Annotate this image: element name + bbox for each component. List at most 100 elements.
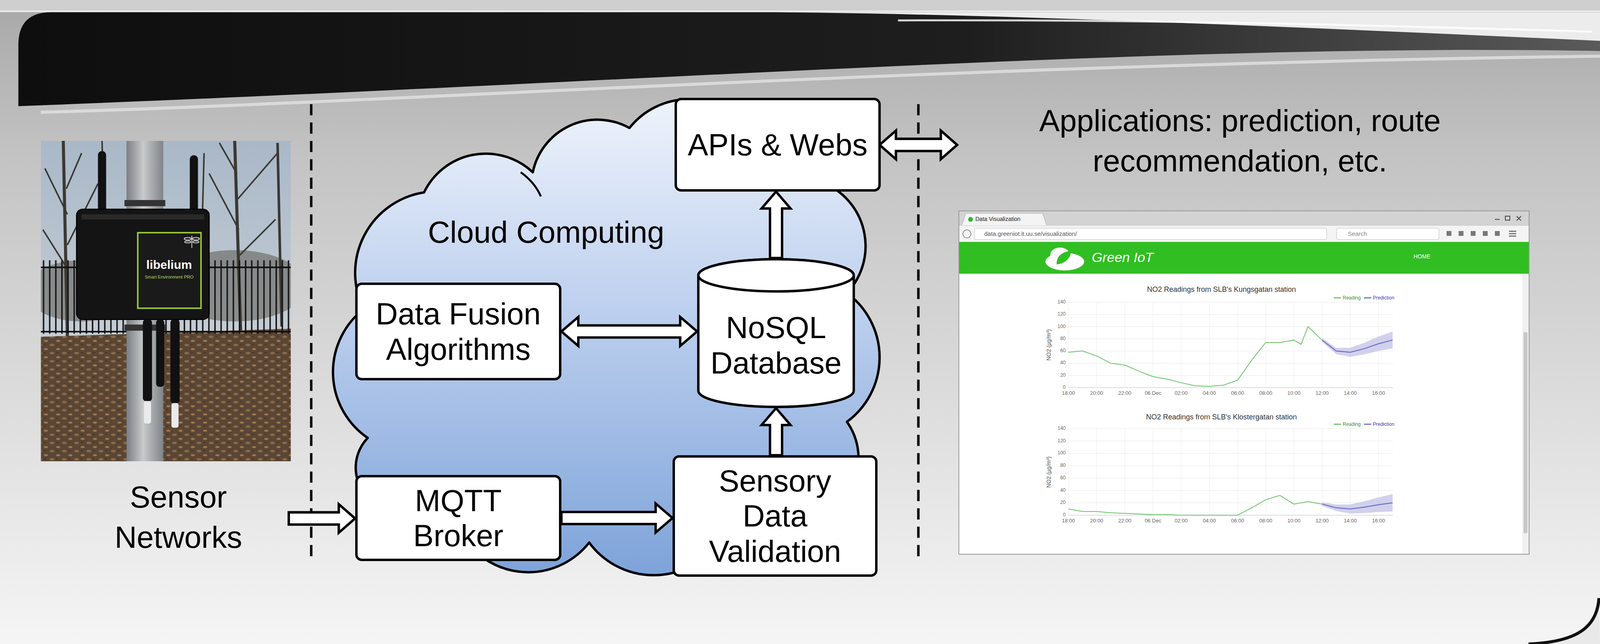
scrollbar-thumb — [1523, 332, 1528, 534]
tick-label: 16:00 — [1364, 390, 1393, 397]
axis-title: NO2 (µg/m³) — [1045, 456, 1053, 488]
grid-line — [1152, 302, 1154, 388]
grid-line — [1322, 428, 1323, 516]
browser-url: data.greeniot.it.uu.se/visualization/ — [984, 230, 1077, 238]
dragonfly-logo — [184, 237, 192, 241]
grid-line — [1068, 302, 1069, 388]
toolbar-icons — [1470, 231, 1476, 236]
grid-line — [1350, 302, 1351, 388]
legend-text: Reading — [1342, 421, 1361, 428]
grid-line — [1068, 440, 1394, 442]
chart-title: NO2 Readings from SLB's Kungsgatan stati… — [1100, 285, 1343, 295]
legend-sample — [1364, 297, 1372, 299]
url-box — [974, 228, 1327, 240]
toolbar-icons — [1482, 231, 1488, 236]
toolbar-icons — [1446, 231, 1452, 236]
grid-line — [1265, 428, 1267, 516]
window-buttons — [1505, 216, 1510, 221]
chart-graphics — [1068, 302, 1394, 516]
grid-line — [1350, 428, 1351, 516]
grid-line — [1068, 502, 1394, 504]
tick-label: 06:00 — [1223, 390, 1252, 397]
block-arrow — [288, 504, 356, 534]
toolbar-icons — [1508, 235, 1517, 237]
photo-sky — [40, 140, 291, 462]
sensor-probe-cap — [143, 401, 152, 425]
tick-label: 20:00 — [1082, 517, 1111, 525]
tick-label: 06:00 — [1223, 517, 1252, 525]
sensor-box — [81, 214, 205, 220]
grid-line — [1293, 302, 1295, 388]
cloud-region: Cloud ComputingAPIs & WebsData Fusion Al… — [331, 91, 878, 577]
reading-line — [1068, 327, 1323, 387]
site-logo-icon — [1056, 250, 1072, 265]
tab-bar — [959, 211, 1529, 226]
grid-line — [1265, 302, 1267, 388]
process-box: Data Fusion Algorithms — [355, 282, 562, 381]
node-text: Data Fusion Algorithms — [368, 296, 549, 367]
legend-text: Prediction — [1372, 421, 1395, 428]
cloud-detail — [520, 172, 541, 197]
toolbar-icons — [1458, 231, 1464, 236]
prediction-line — [1322, 340, 1393, 353]
tick-label: 08:00 — [1251, 517, 1280, 525]
sensor-probe — [156, 319, 165, 388]
legend-text: Prediction — [1372, 294, 1395, 302]
tick-label: 12:00 — [1308, 390, 1337, 397]
site-logo-icon — [1045, 247, 1085, 271]
tick-label: 10:00 — [1279, 390, 1309, 397]
tick-label: 22:00 — [1110, 517, 1139, 525]
screenshot-graphics — [959, 211, 1529, 555]
nav-link: HOME — [1413, 253, 1431, 261]
browser-tab-title: Data Visualization — [975, 215, 1021, 223]
device-logo: libelium — [140, 257, 198, 273]
legend-text: Reading — [1342, 294, 1361, 302]
grid-line — [1068, 363, 1394, 364]
dragonfly-logo — [191, 235, 193, 249]
grid-line — [1237, 428, 1238, 516]
top-rule — [0, 10, 1600, 13]
sensor-probe — [170, 319, 180, 404]
tick-label: 0 — [1039, 512, 1066, 518]
cylinder-top — [698, 259, 854, 292]
prediction-band — [1322, 494, 1393, 514]
block-arrow — [761, 191, 791, 259]
search-box — [1336, 228, 1439, 240]
tick-label: 22:00 — [1110, 390, 1139, 397]
tick-label: 06 Dec — [1138, 517, 1168, 525]
tick-label: 02:00 — [1167, 517, 1196, 525]
block-arrow — [561, 317, 698, 347]
dashboard-screenshot: Data Visualization data.greeniot.it.uu.se… — [959, 211, 1529, 555]
legend-sample — [1364, 424, 1372, 426]
prediction-line — [1322, 502, 1393, 510]
back-button — [962, 229, 971, 239]
tick-label: 18:00 — [1054, 390, 1083, 397]
tick-label: 20:00 — [1082, 390, 1111, 397]
photo-ground — [40, 328, 291, 462]
site-logo: Green IoT — [1091, 249, 1154, 266]
sensor-box — [76, 209, 210, 320]
tick-label: 60 — [1039, 475, 1066, 481]
process-box: Sensory Data Validation — [672, 455, 878, 578]
grid-line — [1068, 478, 1394, 479]
tick-label: 0 — [1039, 384, 1066, 391]
block-arrow — [761, 408, 791, 456]
grid-line — [1181, 302, 1182, 388]
grid-line — [1322, 302, 1323, 388]
corner-fill — [1528, 598, 1600, 644]
tick-label: 140 — [1039, 299, 1066, 305]
photo-fence — [40, 331, 291, 333]
photo-leaves — [40, 328, 291, 462]
tick-label: 12:00 — [1308, 517, 1337, 525]
section-label: Applications: prediction, route recommen… — [978, 100, 1502, 182]
database-cylinder: NoSQL Database — [697, 258, 855, 409]
grid-line — [1068, 375, 1394, 376]
dragonfly-logo — [184, 235, 200, 249]
node-text: APIs & Webs — [687, 127, 868, 163]
dragonfly-logo — [192, 240, 199, 243]
tick-label: 120 — [1039, 311, 1066, 317]
grid-line — [1124, 302, 1126, 388]
window-buttons — [1494, 219, 1500, 220]
block-arrow — [879, 130, 958, 160]
tick-label: 40 — [1039, 487, 1066, 494]
